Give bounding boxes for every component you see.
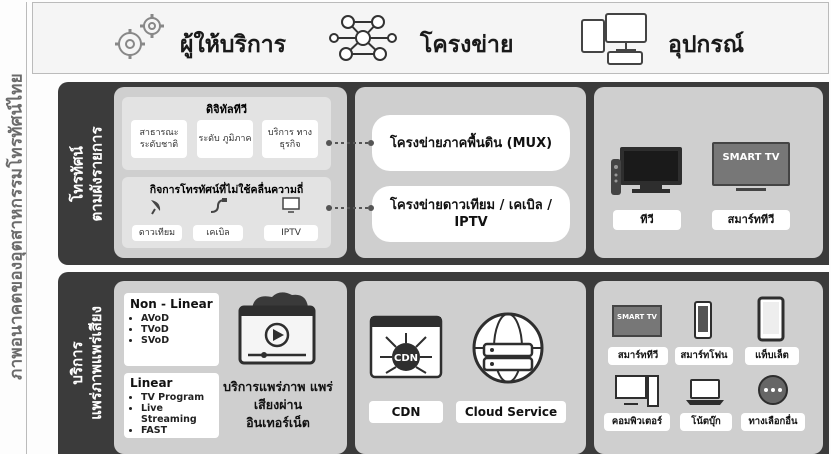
row1-connectors <box>326 140 374 211</box>
device-notebook-label: โน้ตบุ๊ก <box>680 413 732 431</box>
list-item: AVoD <box>141 313 213 324</box>
header-band <box>32 2 829 74</box>
tablet-icon <box>757 296 785 342</box>
device-tv-label: ทีวี <box>613 210 681 230</box>
cdn-label: CDN <box>369 401 443 423</box>
devices-icon <box>581 13 647 65</box>
cdn-icon: CDN <box>369 315 443 379</box>
device-smartphone-label: สมาร์ทโฟน <box>675 347 733 365</box>
satellite-cable-network-pill: โครงข่ายดาวเทียม / เคเบิล / IPTV <box>372 186 570 242</box>
row1-label-line1: โทรทัศน์ <box>68 145 86 202</box>
list-item: FAST <box>141 425 213 436</box>
terrestrial-network-pill: โครงข่ายภาคพื้นดิน (MUX) <box>372 115 570 171</box>
smart-tv-small-screen-text: SMART TV <box>617 313 657 321</box>
gears-icon <box>115 14 164 59</box>
digital-tv-regional-chip: ระดับ ภูมิภาค <box>197 120 253 158</box>
linear-title: Linear <box>130 376 173 390</box>
row2-label-line1: บริการ <box>68 341 87 385</box>
cable-chip: เคเบิล <box>193 225 243 241</box>
cdn-badge-text: CDN <box>394 353 418 364</box>
iptv-icon <box>282 197 300 213</box>
cloud-service-label: Cloud Service <box>456 401 566 423</box>
column-header-network: โครงข่าย <box>420 32 514 58</box>
column-header-provider: ผู้ให้บริการ <box>180 32 287 58</box>
network-icon <box>329 15 397 61</box>
non-linear-box: Non - Linear AVoD TVoD SVoD <box>124 293 219 366</box>
device-other-label: ทางเลือกอื่น <box>741 413 805 431</box>
iptv-chip: IPTV <box>264 225 318 241</box>
device-smart-tv-label-2: สมาร์ททีวี <box>608 347 668 365</box>
linear-box: Linear TV Program Live Streaming FAST <box>124 373 219 438</box>
side-divider <box>26 2 27 454</box>
non-spectrum-title: กิจการโทรทัศน์ที่ไม่ใช้คลื่นความถี่ <box>149 184 304 196</box>
row2-label-line2: แพร่ภาพแพร่เสียง <box>87 306 106 420</box>
smart-tv-small-icon: SMART TV <box>612 305 662 337</box>
column-header-device: อุปกรณ์ <box>668 32 745 58</box>
list-item: TVoD <box>141 324 213 335</box>
list-item: TV Program <box>141 392 213 403</box>
cable-icon <box>210 198 227 213</box>
device-tablet-label: แท็บเล็ต <box>745 347 799 365</box>
smart-tv-screen-text: SMART TV <box>722 152 780 163</box>
smartphone-icon <box>694 301 712 339</box>
non-linear-title: Non - Linear <box>130 297 213 311</box>
digital-tv-title: ดิจิทัลทีวี <box>205 103 247 116</box>
list-item: SVoD <box>141 335 213 346</box>
streaming-video-icon <box>238 292 316 365</box>
digital-tv-business-chip: บริการ ทางธุรกิจ <box>262 120 318 158</box>
row2-label-wrap: บริการ แพร่ภาพแพร่เสียง <box>62 272 112 454</box>
computer-icon <box>615 375 659 407</box>
row1-label-wrap: โทรทัศน์ ตามผังรายการ <box>62 82 112 265</box>
cloud-service-icon <box>472 312 544 384</box>
smart-tv-stand <box>736 188 766 191</box>
notebook-icon <box>686 379 724 405</box>
row1-label-line2: ตามผังรายการ <box>87 126 105 221</box>
more-options-icon <box>758 375 788 405</box>
linear-list: TV Program Live Streaming FAST <box>130 392 213 436</box>
ott-service-label: บริการแพร่ภาพ แพร่เสียงผ่าน อินเทอร์เน็ต <box>223 379 333 430</box>
non-linear-list: AVoD TVoD SVoD <box>130 313 213 346</box>
tv-icon <box>611 147 682 195</box>
device-smart-tv-label: สมาร์ททีวี <box>712 210 790 230</box>
satellite-chip: ดาวเทียม <box>132 225 182 241</box>
digital-tv-public-chip: สาธารณะ ระดับชาติ <box>131 120 187 158</box>
list-item: Live Streaming <box>141 403 213 425</box>
smart-tv-icon: SMART TV <box>712 142 790 186</box>
satellite-dish-icon <box>151 200 161 215</box>
device-computer-label: คอมพิวเตอร์ <box>604 413 670 431</box>
